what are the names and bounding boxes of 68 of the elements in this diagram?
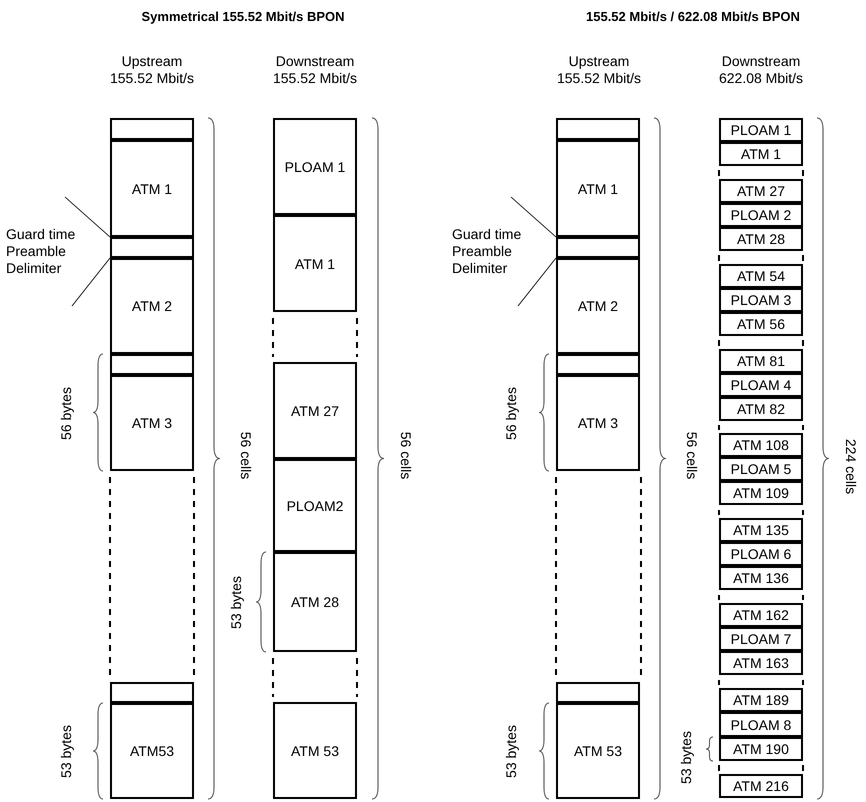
dimension-label: 53 bytes [502,724,520,778]
dimension-label: 56 cells [682,431,700,479]
cell-slot: ATM 54 [719,264,803,288]
cell-slot: ATM 1 [273,215,357,312]
cell-slot: PLOAM 7 [719,627,803,651]
leader-line [64,196,110,238]
cell-slot: PLOAM 1 [719,118,803,142]
header-slot [556,237,640,258]
dimension-label: 56 cells [236,431,254,479]
cell-slot: ATM 1 [556,140,640,237]
cell-slot: ATM53 [110,703,194,799]
cell-slot: ATM 53 [556,703,640,799]
cell-slot: ATM 56 [719,312,803,336]
cell-slot: ATM 2 [110,258,194,354]
cell-slot: ATM 216 [719,774,803,798]
annotation-text: Guard time Preamble Delimiter [6,226,76,277]
cell-slot: PLOAM 5 [719,457,803,481]
dimension-label: 224 cells [842,438,859,494]
cell-slot: ATM 1 [110,140,194,237]
header-slot [110,354,194,375]
cell-slot: PLOAM 6 [719,542,803,566]
column-heading: Upstream 155.52 Mbit/s [556,53,642,87]
cell-slot: PLOAM 4 [719,373,803,397]
cell-slot: ATM 28 [273,552,357,652]
column-heading: Downstream 155.52 Mbit/s [272,53,358,87]
cell-slot: ATM 163 [719,651,803,675]
leader-line [510,196,556,238]
column-heading: Downstream 622.08 Mbit/s [718,53,804,87]
dimension-label: 53 bytes [227,576,244,628]
dimension-label: 53 bytes [57,724,74,778]
cell-slot: ATM 136 [719,566,803,590]
cell-slot: PLOAM 1 [273,118,357,215]
cell-slot: ATM 190 [719,737,803,761]
cell-slot: ATM 2 [556,258,640,354]
header-slot [110,682,194,703]
dimension-label: 56 cells [396,431,414,479]
dimension-label: 56 bytes [57,386,74,440]
cell-slot: ATM 82 [719,397,803,421]
cell-slot: ATM 108 [719,433,803,457]
panel-title: Symmetrical 155.52 Mbit/s BPON [142,8,345,24]
header-slot [110,118,194,140]
cell-slot: ATM 135 [719,518,803,542]
cell-slot: ATM 3 [110,375,194,471]
cell-slot: PLOAM2 [273,459,357,552]
cell-slot: ATM 189 [719,688,803,712]
header-slot [110,237,194,258]
column-heading: Upstream 155.52 Mbit/s [108,53,196,87]
cell-slot: ATM 109 [719,481,803,505]
leader-line [72,258,110,306]
cell-slot: PLOAM 2 [719,203,803,227]
annotation-text: Guard time Preamble Delimiter [452,226,522,277]
cell-slot: ATM 1 [719,142,803,166]
cell-slot: PLOAM 3 [719,288,803,312]
panel-title: 155.52 Mbit/s / 622.08 Mbit/s BPON [586,8,800,24]
cell-slot: ATM 3 [556,375,640,471]
header-slot [556,682,640,703]
cell-slot: ATM 27 [719,179,803,203]
cell-slot: ATM 28 [719,227,803,251]
dimension-label: 56 bytes [502,386,520,440]
cell-slot: PLOAM 8 [719,712,803,737]
cell-slot: ATM 162 [719,603,803,627]
dimension-label: 53 bytes [677,730,694,784]
header-slot [556,118,640,140]
leader-line [518,258,556,306]
cell-slot: ATM 53 [273,702,357,799]
header-slot [556,354,640,375]
cell-slot: ATM 81 [719,349,803,373]
cell-slot: ATM 27 [273,362,357,459]
